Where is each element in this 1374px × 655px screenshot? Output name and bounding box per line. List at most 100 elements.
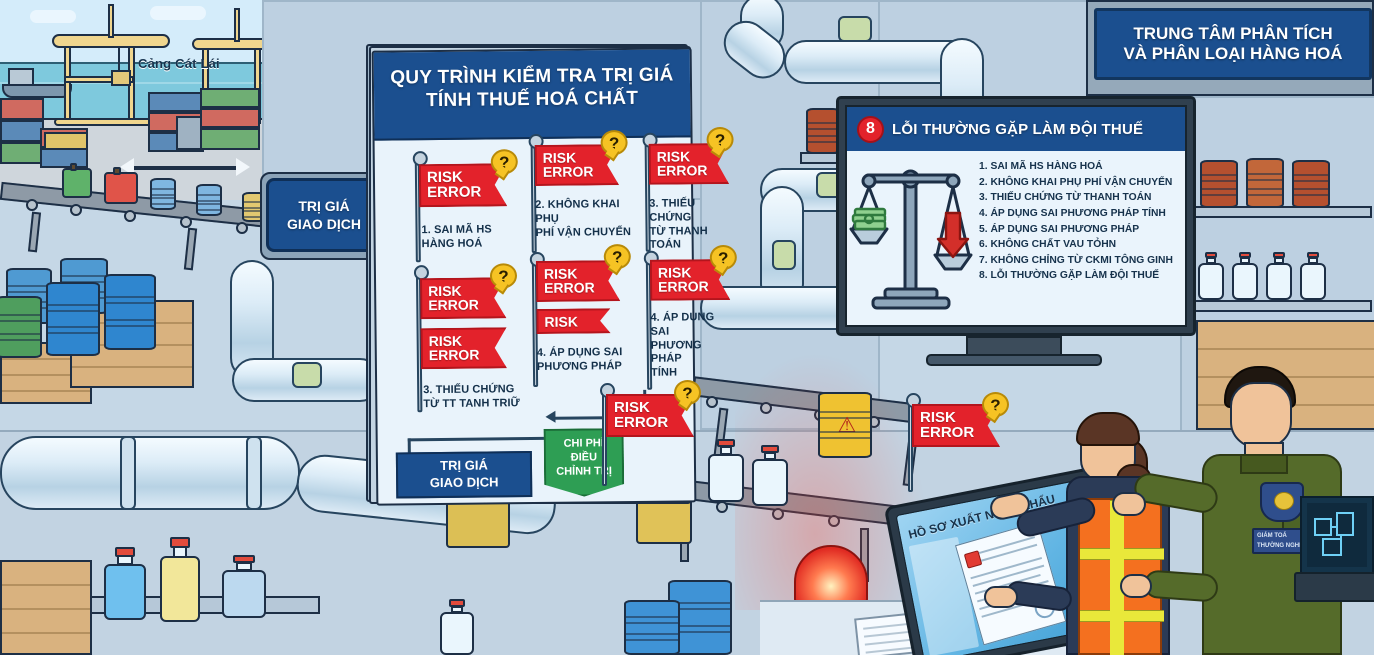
hazard-barrel: ⚠ bbox=[818, 392, 872, 458]
uniform-collar bbox=[1240, 454, 1288, 474]
badge-emblem-icon bbox=[1274, 492, 1294, 510]
flag-line-error: ERROR bbox=[428, 296, 479, 314]
conveyor-roller bbox=[70, 204, 82, 216]
flag-line-risk: RISK bbox=[920, 409, 956, 426]
caption-line: 3. THIẾU CHỨNG bbox=[649, 197, 696, 224]
laptop-lid bbox=[1300, 496, 1374, 574]
risk-flag-5-caption: 4. ÁP DỤNG SAI PHƯƠNG PHÁP bbox=[537, 346, 645, 375]
caption-line: PHÍ VẬN CHUYỂN bbox=[535, 225, 632, 239]
monitor-screen: 8 LỖI THƯỜNG GẶP LÀM ĐỘI THUẾ bbox=[845, 105, 1187, 327]
risk-flag-6-caption: 4. ÁP DỤNG SAI PHƯƠNG PHÁP TÍNH bbox=[650, 311, 727, 381]
pipe-band bbox=[838, 16, 872, 42]
risk-flag-1[interactable]: RISK ERROR ? 1. SAI MÃ HS HÀNG HOÁ bbox=[411, 149, 525, 266]
container bbox=[0, 120, 44, 142]
container bbox=[200, 88, 260, 108]
caption-line: TỪ TT TANH TRIỮ bbox=[423, 396, 520, 410]
question-bubble-icon: ? bbox=[982, 392, 1009, 417]
conveyor-roller bbox=[772, 508, 784, 520]
pipe-ring bbox=[246, 436, 262, 510]
risk-flag-4-caption: 3. THIẾU CHỨNG TỪ TT TANH TRIỮ bbox=[423, 383, 535, 412]
risk-flag-4[interactable]: RISK ERROR RISK ERROR ? 3. THIẾU CHỨNG T… bbox=[412, 263, 530, 414]
question-bubble-icon: ? bbox=[674, 380, 701, 405]
container bbox=[200, 128, 260, 150]
flag-line-error: ERROR bbox=[542, 163, 594, 180]
monitor-8-loi-thuong-gap: 8 LỖI THƯỜNG GẶP LÀM ĐỘI THUẾ bbox=[836, 96, 1196, 336]
chemical-drum bbox=[196, 184, 222, 216]
risk-error-flag-label: RISK ERROR bbox=[536, 260, 620, 302]
risk-flag-label-short: RISK bbox=[536, 308, 610, 334]
risk-flag-2[interactable]: RISK ERROR ? 2. KHÔNG KHAI PHỤ PHÍ VẬN C… bbox=[527, 130, 643, 257]
officer-arm-lower bbox=[1143, 569, 1219, 603]
question-bubble-icon: ? bbox=[490, 149, 518, 175]
left-sign-line1: TRỊ GIÁ bbox=[298, 197, 350, 214]
chemical-drum bbox=[1200, 160, 1238, 208]
officer-badge-text: GIÁM TOÁ THƯỜNG NGHIỆP bbox=[1257, 533, 1309, 549]
caption-line: PHƯƠNG PHÁP bbox=[536, 359, 623, 373]
conveyor-roller bbox=[706, 396, 718, 408]
flag-line-error: ERROR bbox=[658, 278, 709, 295]
flag-line-error: ERROR bbox=[428, 346, 480, 364]
crane-hook-icon bbox=[111, 48, 131, 86]
flag-line-error: ERROR bbox=[614, 414, 669, 431]
banner-line2: VÀ PHÂN LOẠI HÀNG HOÁ bbox=[1123, 44, 1343, 63]
caption-line: PHƯƠNG PHÁP bbox=[650, 338, 702, 366]
officer-hand bbox=[1112, 492, 1146, 516]
chemical-drum bbox=[806, 108, 840, 154]
question-bubble-icon: ? bbox=[709, 244, 737, 271]
chemical-can bbox=[62, 163, 92, 198]
error-list-item: 6. KHÔNG CHẤT VAU TỎHN bbox=[979, 239, 1117, 251]
monitor-content: 1. SAI MÃ HS HÀNG HOÁ 2. KHÔNG KHAI PHỤ … bbox=[847, 151, 1185, 325]
laptop-keyboard[interactable] bbox=[1294, 572, 1374, 602]
monitor-header: 8 LỖI THƯỜNG GẶP LÀM ĐỘI THUẾ bbox=[847, 107, 1185, 151]
risk-flag-1-caption: 1. SAI MÃ HS HÀNG HOÁ bbox=[421, 223, 525, 252]
risk-flag-floor-center[interactable]: RISK ERROR ? bbox=[600, 380, 720, 486]
monitor-stand bbox=[966, 336, 1062, 356]
error-list-item: 8. LỖI THƯỜNG GẶP LÀM ĐỘI THUẾ bbox=[979, 270, 1160, 282]
monitor-error-list: 1. SAI MÃ HS HÀNG HOÁ 2. KHÔNG KHAI PHỤ … bbox=[977, 151, 1185, 325]
laptop[interactable] bbox=[1294, 496, 1374, 606]
chemical-drum bbox=[1246, 158, 1284, 208]
conveyor-roller bbox=[26, 199, 38, 211]
chemical-bottle bbox=[440, 599, 474, 655]
error-list-item: 5. ÁP DỤNG SAI PHƯƠNG PHÁP bbox=[979, 223, 1140, 235]
officer-hand-lower bbox=[1120, 574, 1152, 598]
risk-flag-right[interactable]: RISK ERROR ? bbox=[906, 392, 1026, 492]
conveyor-roller bbox=[828, 515, 840, 527]
port-label: Cảng Cát Lái bbox=[138, 56, 220, 71]
monitor-badge-number: 8 bbox=[857, 115, 884, 143]
chemical-bottle bbox=[752, 445, 788, 506]
box-line2: ĐIỀU bbox=[570, 451, 598, 464]
risk-flag-3[interactable]: RISK ERROR ? 3. THIẾU CHỨNG TỪ THANH TOÁ… bbox=[643, 126, 744, 256]
error-list-item: 3. THIẾU CHỨNG TỪ THANH TOÁN bbox=[979, 192, 1152, 204]
chemical-bottle bbox=[1266, 251, 1292, 300]
question-bubble-icon: ? bbox=[706, 126, 734, 153]
caption-line: TÍNH bbox=[650, 366, 678, 379]
conveyor-roller bbox=[716, 501, 728, 513]
box-line1: TRỊ GIÁ bbox=[440, 457, 488, 474]
risk-flag-5[interactable]: RISK ERROR RISK ? 4. ÁP DỤNG SAI PHƯƠNG … bbox=[528, 243, 641, 395]
chemical-bottle bbox=[1198, 251, 1224, 300]
container bbox=[0, 98, 44, 120]
poster-header: QUY TRÌNH KIỂM TRA TRỊ GIÁ TÍNH THUẾ HOÁ… bbox=[373, 49, 691, 141]
risk-error-flag-label-second: RISK ERROR bbox=[421, 327, 507, 369]
question-bubble-icon: ? bbox=[489, 263, 518, 289]
conveyor-roller bbox=[236, 222, 248, 234]
risk-flag-2-caption: 2. KHÔNG KHAI PHỤ PHÍ VẬN CHUYỂN bbox=[535, 198, 643, 240]
cloud-icon bbox=[150, 6, 206, 20]
left-sign-tri-gia-giao-dich: TRỊ GIÁ GIAO DỊCH bbox=[266, 178, 382, 252]
chemical-bottle bbox=[708, 439, 744, 502]
conveyor-roller bbox=[124, 210, 136, 222]
cloud-icon bbox=[30, 10, 76, 23]
pipe-band bbox=[772, 240, 796, 270]
hand bbox=[984, 586, 1018, 608]
risk-flag-6[interactable]: RISK ERROR ? 4. ÁP DỤNG SAI PHƯƠNG PHÁP … bbox=[644, 244, 745, 394]
chemical-drum bbox=[0, 296, 42, 358]
banner-trung-tam-phan-tich: TRUNG TÂM PHÂN TÍCH VÀ PHÂN LOẠI HÀNG HO… bbox=[1094, 8, 1372, 80]
port-crane-icon bbox=[52, 4, 170, 126]
caption-line: 4. ÁP DỤNG SAI bbox=[536, 346, 623, 359]
flag-line-error: ERROR bbox=[656, 162, 708, 179]
laptop-screen[interactable] bbox=[1307, 503, 1367, 567]
balance-scale-icon bbox=[847, 151, 977, 325]
question-bubble-icon: ? bbox=[603, 243, 631, 270]
